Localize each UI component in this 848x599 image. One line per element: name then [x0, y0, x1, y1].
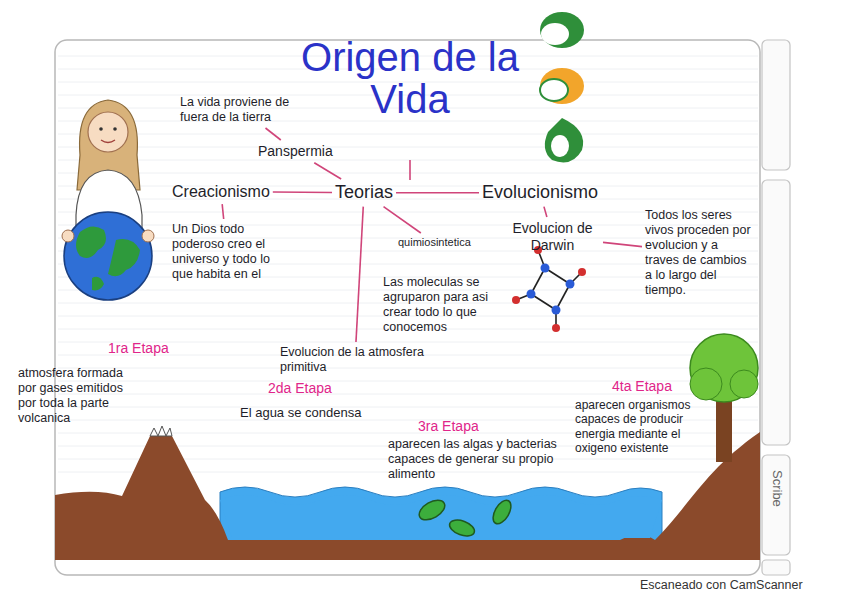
tab-label: Scribe [769, 470, 785, 507]
connector-line [544, 207, 547, 217]
connector-line [314, 163, 341, 179]
connector-line [273, 191, 332, 193]
stage-label: atmosfera formada por gases emitidos por… [18, 366, 143, 426]
stage-label: 3ra Etapa [418, 418, 479, 435]
notebook-tabs [762, 40, 790, 575]
text-node: Las moleculas se agruparon para asi crea… [383, 275, 511, 335]
molecule-drawing [512, 246, 586, 332]
stage-label: El agua se condensa [240, 405, 361, 421]
connector-line [603, 242, 642, 246]
text-node: La vida proviene de fuera de la tierra [180, 95, 305, 125]
title: Origen de la Vida [285, 36, 535, 120]
text-node: Panspermia [258, 143, 333, 160]
watermark: Escaneado con CamScanner [640, 578, 803, 593]
node-text: Teorias [335, 182, 393, 204]
connector-line [356, 207, 363, 342]
title-leader [409, 160, 411, 180]
notebook-border [55, 40, 760, 575]
leaf-decoration [540, 12, 584, 162]
node-text: Evolucionismo [482, 182, 598, 204]
bacteria-drawing [416, 496, 515, 539]
text-node: Evolucion de la atmosfera primitiva [280, 345, 430, 375]
node-text: La vida proviene de fuera de la tierra [180, 95, 305, 125]
stage-label: aparecen organismos capaces de producir … [575, 398, 703, 456]
node-text: Evolucion de la atmosfera primitiva [280, 345, 430, 375]
text-node: Todos los seres vivos proceden por evolu… [645, 208, 755, 298]
text-node: quimiosintetica [398, 236, 471, 249]
connector-line [222, 204, 223, 219]
text-node: Creacionismo [172, 182, 270, 201]
node-text: Las moleculas se agruparon para asi crea… [383, 275, 511, 335]
landscape [55, 334, 760, 560]
connector-line [384, 207, 421, 233]
text-node: Evolucionismo [482, 182, 598, 204]
text-node: Un Dios todo poderoso creo el universo y… [172, 222, 282, 282]
girl-holding-earth [62, 100, 154, 300]
connector-line [396, 192, 479, 194]
node-text: Todos los seres vivos proceden por evolu… [645, 208, 755, 298]
node-text: Panspermia [258, 143, 333, 160]
stage-label: 2da Etapa [268, 380, 332, 397]
connector-line [265, 128, 280, 140]
node-text: Un Dios todo poderoso creo el universo y… [172, 222, 282, 282]
node-text: Creacionismo [172, 182, 270, 201]
node-text: quimiosintetica [398, 236, 471, 249]
node-text: Evolucion de Darwin [505, 220, 600, 254]
stage-label: 4ta Etapa [612, 378, 672, 395]
text-node: Evolucion de Darwin [505, 220, 600, 254]
stage-label: 1ra Etapa [108, 340, 169, 357]
text-node: Teorias [335, 182, 393, 204]
stage-label: aparecen las algas y bacterias capaces d… [388, 437, 578, 482]
